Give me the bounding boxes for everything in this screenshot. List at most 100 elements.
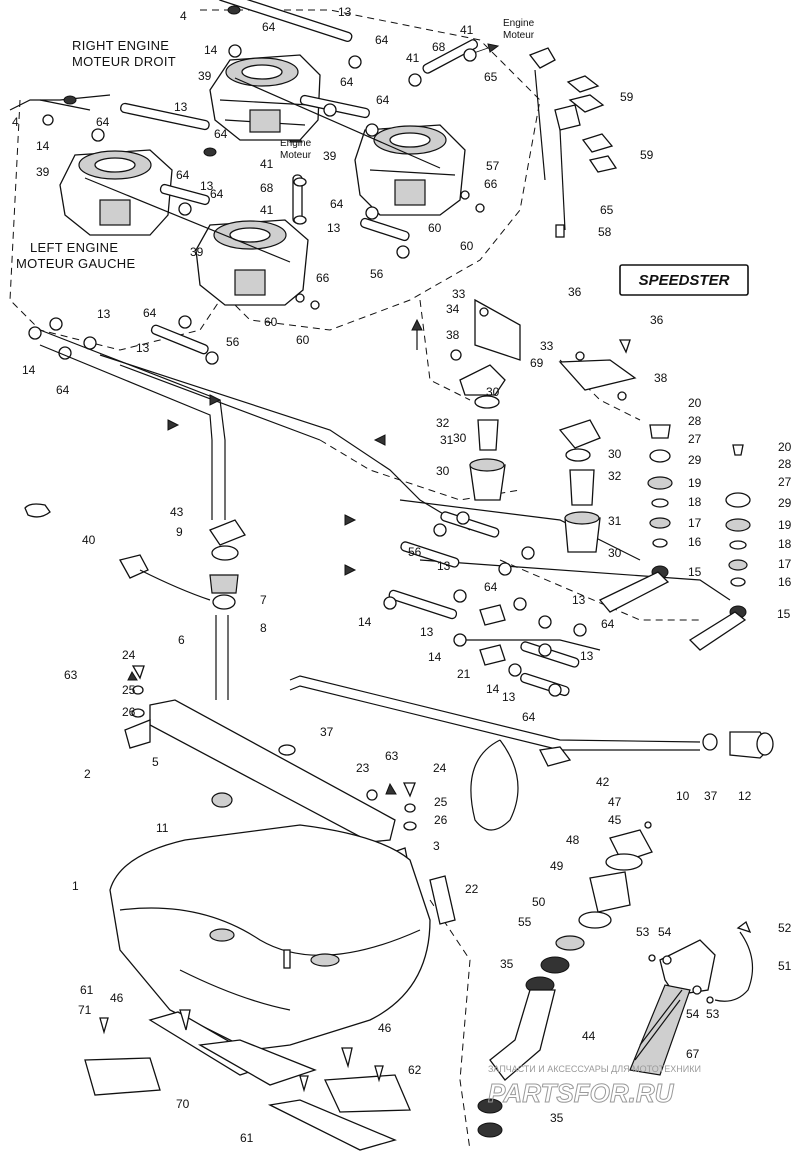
grommet-9: [211, 545, 239, 561]
carburetor-cap: [241, 64, 283, 80]
callout-13: 13: [437, 559, 451, 573]
supply-hose: [39, 344, 213, 520]
callout-39: 39: [198, 69, 212, 83]
callout-66: 66: [316, 271, 330, 285]
drop-63: [127, 670, 138, 681]
washer-18: [729, 540, 747, 550]
callout-14: 14: [204, 43, 218, 57]
clamp-rings: [28, 5, 485, 365]
vent-hose: [399, 499, 641, 561]
callout-49: 49: [550, 859, 564, 873]
tether-52: [714, 931, 754, 1002]
clamp-54: [662, 955, 672, 965]
left-engine-title-fr: MOTEUR GAUCHE: [16, 256, 135, 271]
filler-neck-49: [589, 871, 631, 913]
clip-42: [539, 746, 572, 767]
callout-64: 64: [522, 710, 536, 724]
callout-31: 31: [608, 514, 622, 528]
callout-11: 11: [156, 821, 169, 835]
clamp-ring: [49, 317, 63, 331]
tee-21: [479, 604, 506, 626]
filler-neck: [310, 953, 340, 967]
check-valve-51: [659, 939, 716, 996]
callout-17: 17: [778, 557, 792, 571]
screw-36: [618, 339, 631, 354]
callout-64: 64: [340, 75, 354, 89]
fuel-pump-right: [558, 339, 637, 553]
callout-13: 13: [572, 593, 586, 607]
engine-note-top: Engine Moteur: [464, 18, 535, 57]
washer-16: [652, 538, 668, 548]
vent-hose-10: [289, 685, 700, 751]
ring-19: [725, 518, 751, 532]
model-badge-frame: [619, 264, 749, 296]
flow-arrow: [167, 419, 180, 431]
clamp-ring: [460, 190, 470, 200]
seal-17: [649, 517, 671, 529]
clamp-ring: [538, 615, 552, 629]
flow-arrow: [344, 564, 357, 576]
washer-16: [730, 577, 746, 587]
callout-68: 68: [432, 40, 446, 54]
hose-13: [388, 589, 458, 620]
valve-outline: [499, 559, 700, 621]
callout-41: 41: [460, 23, 474, 37]
fuel-line: [39, 99, 91, 111]
screw: [374, 1065, 384, 1083]
clamp-ring: [42, 114, 54, 126]
sender-port: [209, 928, 235, 942]
callout-54: 54: [658, 925, 672, 939]
clamp-35: [477, 1122, 503, 1138]
callout-60: 60: [264, 315, 278, 329]
callout-25: 25: [434, 795, 448, 809]
clamp-ring: [383, 596, 397, 610]
clamp-ring: [348, 55, 362, 69]
engine-note-top-fr: Moteur: [503, 30, 535, 41]
callout-39: 39: [36, 165, 50, 179]
clamp-ring: [513, 597, 527, 611]
callout-30: 30: [436, 464, 450, 478]
callout-68: 68: [260, 181, 274, 195]
vent-hose-67: [629, 984, 691, 1076]
left-engine-carburetor-rear: [195, 219, 309, 306]
callout-65: 65: [484, 70, 498, 84]
callout-35: 35: [550, 1111, 564, 1125]
callout-60: 60: [428, 221, 442, 235]
left-engine-carburetor-front: [59, 149, 173, 236]
clamp-ring: [310, 300, 320, 310]
main-fuel-hoses: [39, 318, 731, 601]
callout-46: 46: [110, 991, 124, 1005]
callout-13: 13: [420, 625, 434, 639]
left-engine-title: LEFT ENGINE MOTEUR GAUCHE: [16, 240, 135, 271]
connector-7: [209, 574, 239, 594]
callout-13: 13: [327, 221, 341, 235]
callout-8: 8: [260, 621, 267, 635]
clamp-ring: [63, 95, 77, 105]
callout-59: 59: [620, 90, 634, 104]
callout-65: 65: [600, 203, 614, 217]
callout-2: 2: [84, 767, 91, 781]
decal-59: [581, 133, 614, 153]
carburetor-bowl: [99, 199, 131, 226]
callout-14: 14: [22, 363, 36, 377]
callout-36: 36: [650, 313, 664, 327]
hose-13: [520, 672, 570, 697]
callout-32: 32: [608, 469, 622, 483]
support-61: [267, 1099, 397, 1151]
clamp-ring: [365, 206, 379, 220]
clamp-ring: [323, 103, 337, 117]
pump-oring: [565, 448, 591, 462]
spring-22: [429, 875, 456, 925]
clamp-ring: [293, 215, 307, 225]
clamp-ring: [227, 5, 241, 15]
washer-18: [651, 498, 669, 508]
clamp-ring: [498, 562, 512, 576]
callout-39: 39: [323, 149, 337, 163]
selector-cable: [559, 129, 566, 231]
callout-61: 61: [240, 1131, 254, 1145]
callout-21: 21: [457, 667, 471, 681]
washer-26: [131, 708, 145, 718]
callout-66: 66: [484, 177, 498, 191]
clamp-ring: [548, 683, 562, 697]
right-engine-outline: [200, 9, 541, 331]
